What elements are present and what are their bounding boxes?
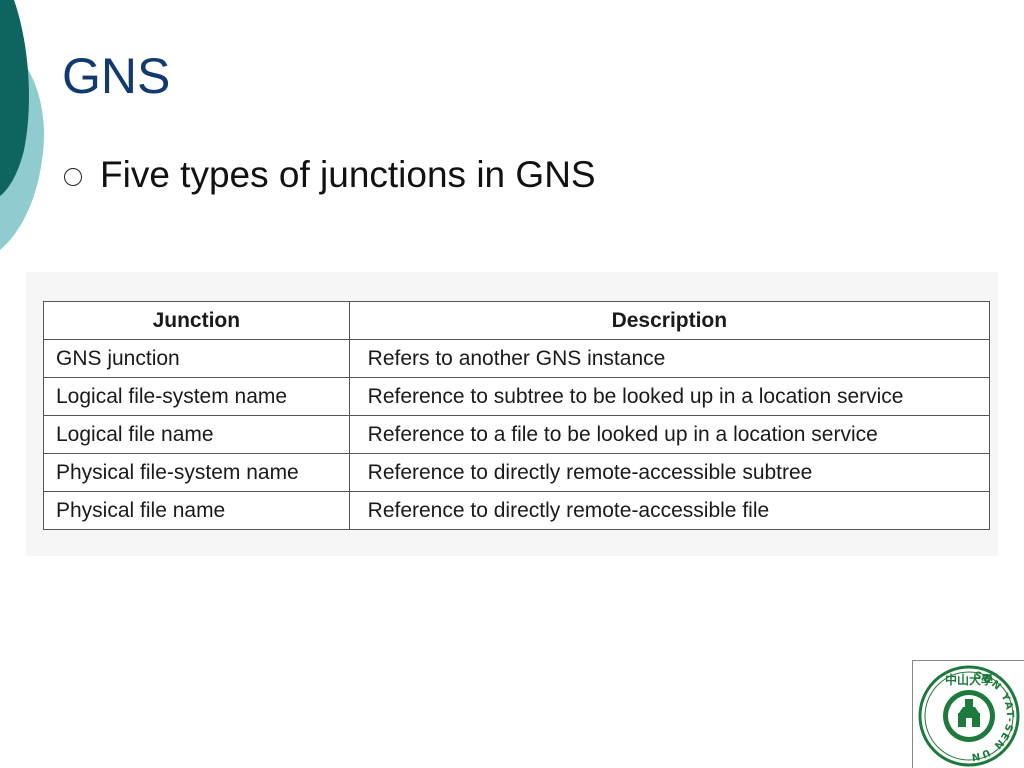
junction-types-table: Junction Description GNS junction Refers… [43, 301, 991, 530]
hollow-circle-bullet-icon [64, 168, 82, 186]
junction-cell: Logical file name [43, 415, 350, 454]
table-row: Logical file name Reference to a file to… [43, 415, 991, 454]
table-row: Logical file-system name Reference to su… [43, 377, 991, 416]
bullet-item: Five types of junctions in GNS [64, 152, 596, 198]
junction-cell: Physical file name [43, 491, 350, 530]
table-row: Physical file-system name Reference to d… [43, 453, 991, 492]
description-cell: Reference to a file to be looked up in a… [348, 415, 991, 454]
description-cell: Reference to subtree to be looked up in … [348, 377, 991, 416]
university-logo: SUN YAT-SEN UNIVERSITY 中山大學 [908, 653, 1024, 768]
university-seal-icon: SUN YAT-SEN UNIVERSITY 中山大學 [908, 653, 1020, 767]
description-cell: Refers to another GNS instance [348, 339, 991, 378]
description-cell: Reference to directly remote-accessible … [348, 491, 991, 530]
slide-title: GNS [62, 48, 171, 104]
svg-text:中山大學: 中山大學 [945, 672, 993, 687]
header-description: Description [348, 301, 991, 340]
junction-cell: Physical file-system name [43, 453, 350, 492]
decorative-curve-shape [0, 0, 45, 250]
description-cell: Reference to directly remote-accessible … [348, 453, 991, 492]
header-junction: Junction [43, 301, 350, 340]
table-row: GNS junction Refers to another GNS insta… [43, 339, 991, 378]
junction-cell: GNS junction [43, 339, 350, 378]
bullet-text: Five types of junctions in GNS [100, 154, 596, 195]
junction-cell: Logical file-system name [43, 377, 350, 416]
table-header-row: Junction Description [43, 301, 991, 340]
table-row: Physical file name Reference to directly… [43, 491, 991, 530]
